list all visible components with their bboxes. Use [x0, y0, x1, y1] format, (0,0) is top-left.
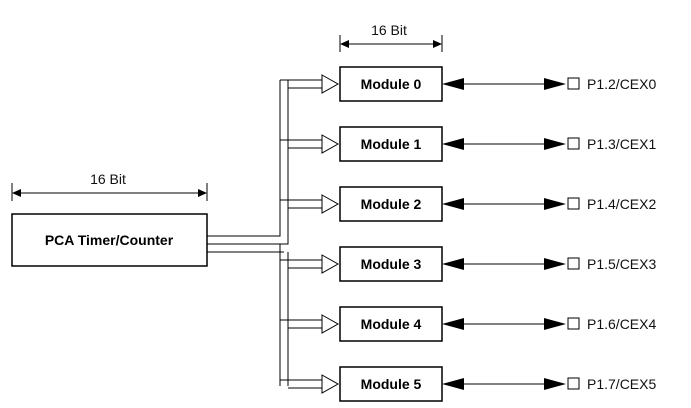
pin-label: P1.5/CEX3 [587, 256, 656, 272]
bidirectional-arrow-icon [442, 198, 566, 210]
bus-arrow-icon [280, 194, 340, 214]
module-row: Module 0 P1.2/CEX0 [280, 66, 656, 102]
pin-label: P1.6/CEX4 [587, 316, 656, 332]
pin-label: P1.3/CEX1 [587, 136, 656, 152]
bidirectional-arrow-icon [442, 378, 566, 390]
bidirectional-arrow-icon [442, 318, 566, 330]
timer-label: PCA Timer/Counter [45, 232, 174, 248]
pin-square-icon [567, 77, 580, 90]
module-box [339, 126, 443, 162]
timer-bus [207, 80, 289, 386]
pin-label: P1.7/CEX5 [587, 376, 656, 392]
module-row: Module 5 P1.7/CEX5 [280, 366, 656, 402]
bus-arrow-icon [280, 314, 340, 334]
pca-timer-counter-block: PCA Timer/Counter [11, 213, 208, 267]
bus-arrow-icon [280, 74, 340, 94]
module-box [339, 366, 443, 402]
pin-square-icon [567, 257, 580, 270]
module-label: Module 1 [361, 136, 422, 152]
module-row: Module 2 P1.4/CEX2 [280, 186, 656, 222]
pin-label: P1.2/CEX0 [587, 76, 656, 92]
bus-arrow-icon [280, 134, 340, 154]
module-box [339, 306, 443, 342]
bus-arrow-icon [280, 254, 340, 274]
pin-square-icon [567, 137, 580, 150]
module-label: Module 0 [361, 76, 422, 92]
bus-arrow-icon [280, 374, 340, 394]
bidirectional-arrow-icon [442, 78, 566, 90]
module-box [339, 246, 443, 282]
module-label: Module 5 [361, 376, 422, 392]
pin-square-icon [567, 197, 580, 210]
timer-width-label: 16 Bit [90, 171, 126, 187]
top-width-label: 16 Bit [371, 22, 407, 38]
module-label: Module 2 [361, 196, 422, 212]
pin-label: P1.4/CEX2 [587, 196, 656, 212]
top-width-dimension: 16 Bit [339, 22, 443, 52]
module-row: Module 3 P1.5/CEX3 [280, 246, 656, 282]
module-box [339, 66, 443, 102]
module-label: Module 4 [361, 316, 422, 332]
bidirectional-arrow-icon [442, 138, 566, 150]
timer-width-dimension: 16 Bit [11, 171, 208, 201]
module-label: Module 3 [361, 256, 422, 272]
module-row: Module 4 P1.6/CEX4 [280, 306, 656, 342]
pin-square-icon [567, 377, 580, 390]
bidirectional-arrow-icon [442, 258, 566, 270]
module-row: Module 1 P1.3/CEX1 [280, 126, 656, 162]
pin-square-icon [567, 317, 580, 330]
